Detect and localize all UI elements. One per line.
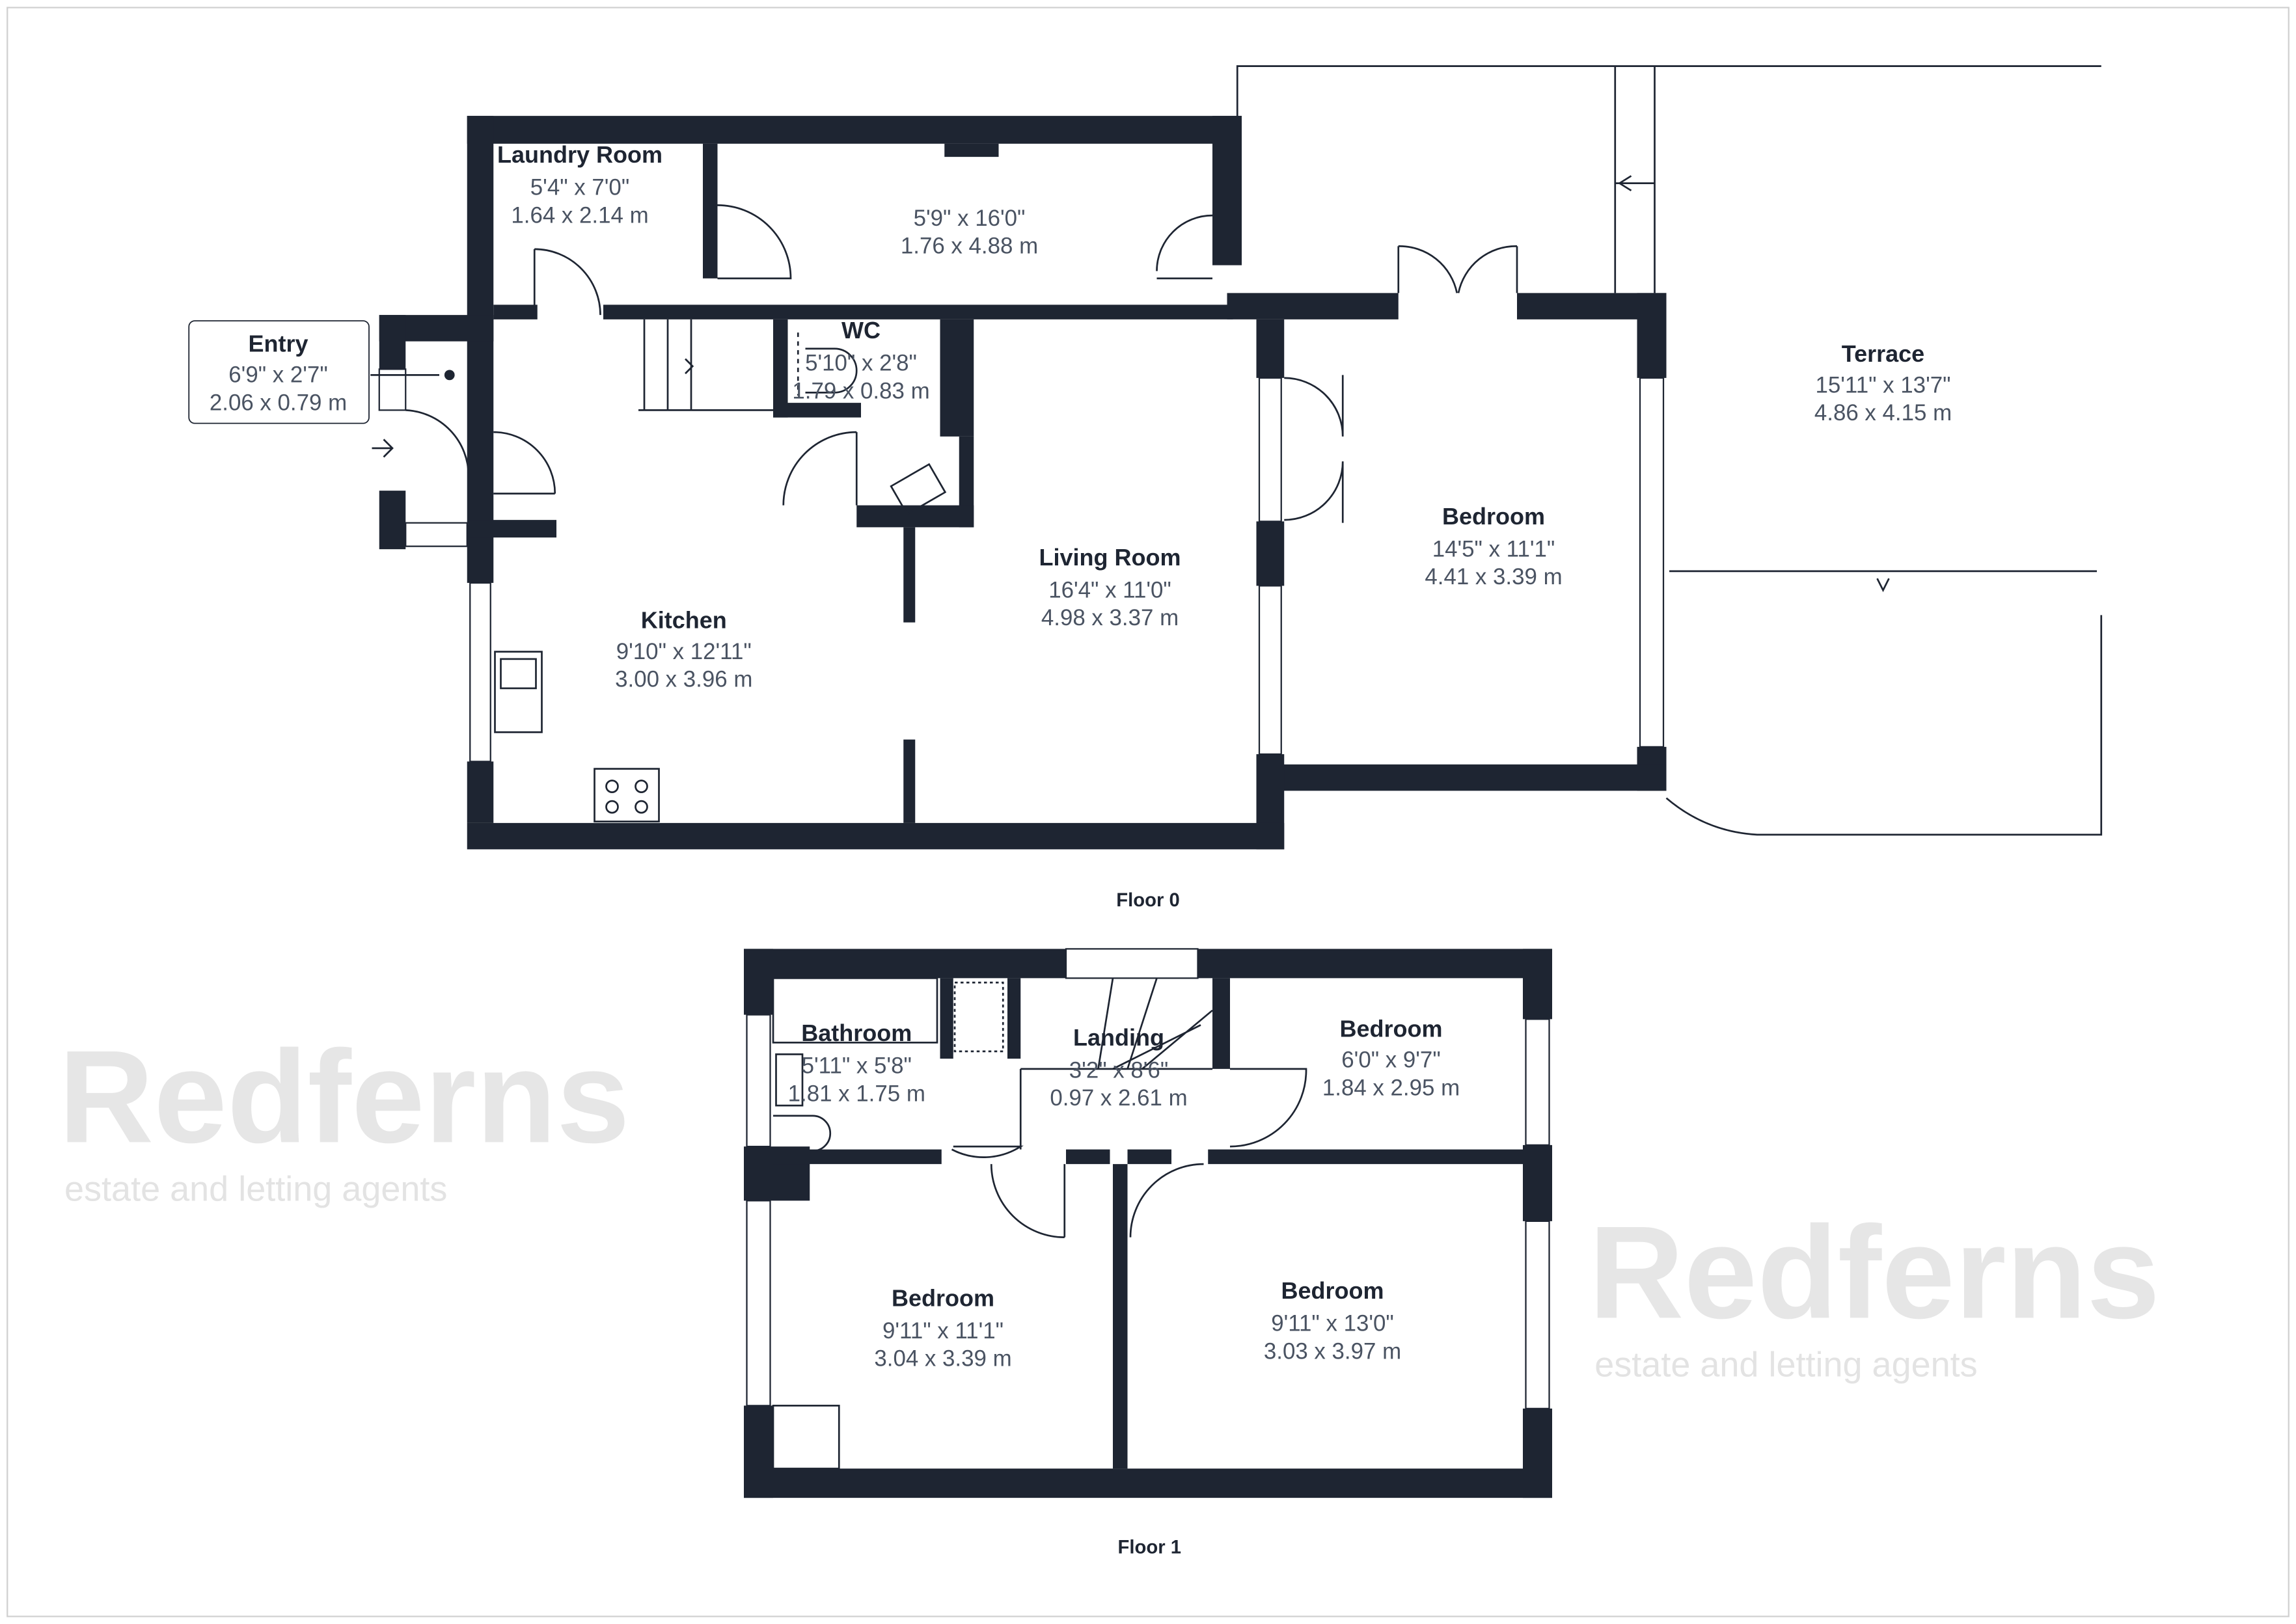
room-imperial: 9'11" x 11'1" (882, 1318, 1004, 1344)
room-metric: 1.84 x 2.95 m (1322, 1075, 1460, 1100)
watermark-brand: Redferns (1589, 1198, 2160, 1346)
room-terrace: Terrace 15'11" x 13'7" 4.86 x 4.15 m (1814, 340, 1952, 426)
room-metric: 3.03 x 3.97 m (1264, 1338, 1401, 1364)
room-metric: 1.64 x 2.14 m (511, 202, 648, 228)
room-name: Living Room (1039, 544, 1181, 571)
floor-0-label: Floor 0 (1116, 890, 1180, 911)
entry-label-box (188, 320, 370, 424)
room-name: Entry (248, 330, 308, 357)
room-imperial: 14'5" x 11'1" (1432, 536, 1555, 562)
room-imperial: 5'9" x 16'0" (914, 206, 1026, 231)
room-name: Terrace (1842, 340, 1924, 367)
room-metric: 3.00 x 3.96 m (615, 667, 752, 692)
room-metric: 4.41 x 3.39 m (1425, 564, 1562, 589)
room-name: Bedroom (1281, 1277, 1384, 1304)
room-unnamed-garage: 5'9" x 16'0" 1.76 x 4.88 m (901, 206, 1038, 259)
room-name: Bathroom (801, 1020, 912, 1046)
room-metric: 2.06 x 0.79 m (210, 390, 347, 415)
room-imperial: 6'9" x 2'7" (228, 362, 327, 388)
room-laundry-room: Laundry Room 5'4" x 7'0" 1.64 x 2.14 m (497, 141, 663, 228)
room-living-room: Living Room 16'4" x 11'0" 4.98 x 3.37 m (1039, 544, 1181, 630)
floor-1-label: Floor 1 (1117, 1537, 1181, 1558)
room-metric: 4.98 x 3.37 m (1041, 605, 1179, 630)
room-imperial: 3'2" x 8'6" (1069, 1057, 1168, 1083)
watermark-floor-1: Redferns estate and letting agents (1589, 1198, 2160, 1384)
room-imperial: 5'11" x 5'8" (802, 1053, 912, 1079)
room-metric: 1.79 x 0.83 m (792, 378, 929, 403)
watermark-brand: Redferns (59, 1023, 630, 1170)
room-imperial: 5'10" x 2'8" (805, 351, 917, 376)
room-bedroom-right: Bedroom 9'11" x 13'0" 3.03 x 3.97 m (1264, 1277, 1401, 1364)
terrace-outline (1236, 65, 2103, 836)
room-entry: Entry 6'9" x 2'7" 2.06 x 0.79 m (210, 330, 347, 415)
room-name: Laundry Room (497, 141, 663, 168)
room-bedroom-ground: Bedroom 14'5" x 11'1" 4.41 x 3.39 m (1425, 503, 1562, 589)
room-metric: 4.86 x 4.15 m (1814, 400, 1952, 426)
watermark-tagline: estate and letting agents (64, 1169, 447, 1208)
room-imperial: 16'4" x 11'0" (1048, 577, 1171, 602)
floor-1-plan (744, 948, 1552, 1498)
room-name: Landing (1073, 1024, 1164, 1051)
room-bathroom: Bathroom 5'11" x 5'8" 1.81 x 1.75 m (788, 1020, 925, 1106)
room-imperial: 6'0" x 9'7" (1341, 1048, 1440, 1073)
room-bedroom-small: Bedroom 6'0" x 9'7" 1.84 x 2.95 m (1322, 1015, 1460, 1100)
watermark-floor-0: Redferns estate and letting agents (59, 1023, 630, 1208)
room-metric: 1.81 x 1.75 m (788, 1081, 925, 1106)
room-name: Bedroom (892, 1284, 994, 1311)
page-border (7, 7, 2289, 1617)
room-metric: 3.04 x 3.39 m (874, 1346, 1011, 1372)
room-metric: 1.76 x 4.88 m (901, 234, 1038, 259)
room-kitchen: Kitchen 9'10" x 12'11" 3.00 x 3.96 m (615, 607, 752, 692)
room-bedroom-left: Bedroom 9'11" x 11'1" 3.04 x 3.39 m (874, 1284, 1011, 1371)
room-name: Bedroom (1442, 503, 1545, 530)
watermark-tagline: estate and letting agents (1594, 1345, 1977, 1384)
room-imperial: 5'4" x 7'0" (530, 175, 629, 200)
room-name: WC (841, 317, 881, 344)
room-name: Kitchen (641, 607, 727, 634)
floor-0-plan (370, 65, 2103, 850)
room-name: Bedroom (1339, 1015, 1442, 1042)
room-metric: 0.97 x 2.61 m (1050, 1085, 1187, 1111)
room-imperial: 15'11" x 13'7" (1816, 372, 1951, 398)
room-landing: Landing 3'2" x 8'6" 0.97 x 2.61 m (1050, 1024, 1187, 1111)
room-imperial: 9'10" x 12'11" (616, 639, 752, 664)
room-wc: WC 5'10" x 2'8" 1.79 x 0.83 m (792, 317, 929, 403)
room-imperial: 9'11" x 13'0" (1271, 1311, 1394, 1336)
